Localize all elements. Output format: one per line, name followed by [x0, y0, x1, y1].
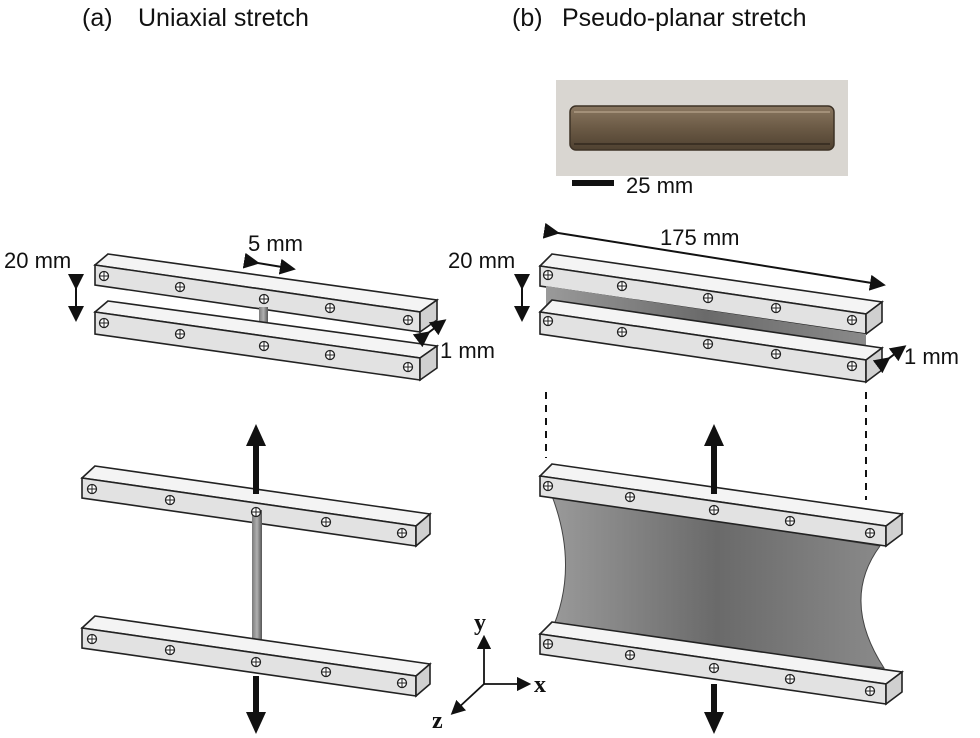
panel-b-length-arrow: [542, 222, 886, 291]
panel-b-letter: (b): [512, 4, 543, 32]
panel-a-letter: (a): [82, 4, 113, 32]
panel-b-bottom-clamps: [538, 463, 905, 706]
clamp-screw-holes: [98, 270, 414, 373]
panel-a-width-arrow: [242, 252, 296, 275]
panel-a-title: Uniaxial stretch: [138, 4, 309, 32]
specimen-photo: [556, 80, 848, 176]
coordinate-axes: y x z: [432, 610, 546, 734]
panel-a-top-clamps: [93, 253, 440, 382]
axis-z-label: z: [432, 708, 443, 734]
panel-b-load-arrows: [704, 424, 724, 734]
panel-a-load-arrows: [246, 424, 266, 734]
panel-b-title: Pseudo-planar stretch: [562, 4, 807, 32]
panel-b-thickness-label: 1 mm: [904, 344, 959, 369]
clamp-screw-holes: [542, 480, 876, 697]
panel-a-bottom-clamps: [80, 465, 432, 698]
panel-b-length-label: 175 mm: [660, 225, 739, 250]
photo-scale-label: 25 mm: [626, 173, 693, 198]
panel-a-strip-unstretched: [259, 307, 268, 335]
axis-x-label: x: [534, 672, 546, 698]
panel-b-gap-label: 20 mm: [448, 248, 515, 273]
panel-a-thickness-arrow: [412, 319, 447, 348]
clamp-screw-holes: [86, 483, 408, 689]
panel-a-thickness-label: 1 mm: [440, 338, 495, 363]
panel-b-thickness-arrow: [872, 345, 907, 374]
panel-a-strip-stretched: [252, 510, 262, 648]
photo-specimen: [569, 105, 835, 151]
panel-a-gap-label: 20 mm: [4, 248, 71, 273]
photo-scale-bar: [572, 180, 614, 186]
axis-y-label: y: [474, 610, 486, 636]
panel-a-width-label: 5 mm: [248, 231, 303, 256]
panel-b-top-clamps: [538, 253, 885, 384]
